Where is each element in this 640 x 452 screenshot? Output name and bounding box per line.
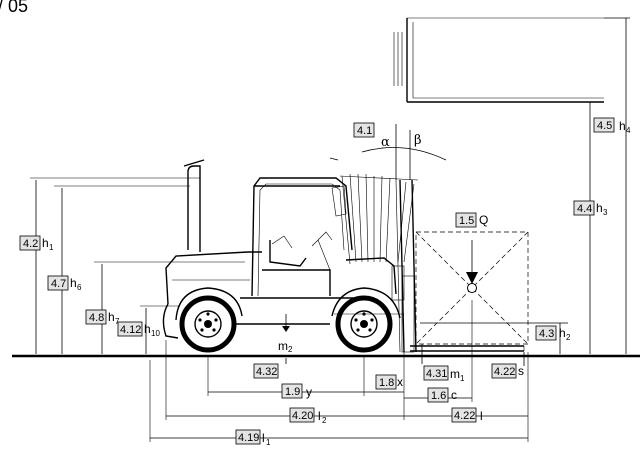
label-wheelbase: 1.9 y: [281, 383, 312, 399]
svg-text:1: 1: [49, 243, 54, 252]
label-mast-clearance: 4.31 m 1: [423, 365, 465, 383]
svg-text:1: 1: [266, 438, 271, 447]
svg-text:l: l: [262, 431, 265, 445]
svg-text:4.3: 4.3: [539, 328, 554, 340]
svg-text:l: l: [318, 409, 321, 423]
svg-text:4.8: 4.8: [89, 312, 104, 324]
svg-text:4.22: 4.22: [494, 366, 515, 378]
svg-text:α: α: [381, 135, 390, 150]
front-wheel: [331, 287, 401, 353]
truck-body: [162, 159, 405, 339]
svg-text:h: h: [559, 326, 566, 340]
svg-text:h: h: [144, 322, 151, 336]
svg-text:4.12: 4.12: [120, 324, 141, 336]
svg-text:s: s: [518, 364, 524, 378]
label-overhead-guard: 4.2 h 1: [19, 235, 54, 252]
svg-text:4.4: 4.4: [577, 203, 592, 215]
svg-text:4.2: 4.2: [23, 238, 38, 250]
svg-text:4.7: 4.7: [51, 278, 66, 290]
svg-text:6: 6: [77, 283, 82, 292]
vertical-dimensions-left: [30, 177, 245, 354]
svg-text:3: 3: [603, 208, 608, 217]
horizontal-dimensions: [149, 300, 529, 442]
svg-text:h: h: [108, 310, 115, 324]
svg-text:1.9: 1.9: [285, 386, 300, 398]
svg-text:c: c: [451, 388, 457, 402]
label-length-to-face: 4.20 l 2: [289, 407, 327, 425]
svg-text:4: 4: [626, 126, 631, 135]
svg-text:4.31: 4.31: [426, 368, 447, 380]
svg-text:h: h: [42, 236, 49, 250]
svg-text:4.22: 4.22: [454, 410, 475, 422]
svg-text:l: l: [480, 409, 483, 423]
svg-text:4.5: 4.5: [597, 120, 612, 132]
svg-text:1: 1: [460, 374, 465, 383]
svg-text:y: y: [306, 385, 312, 399]
label-fork-length: 4.22 l: [451, 407, 483, 423]
svg-text:β: β: [414, 133, 422, 148]
label-free-lift: 4.4 h 3: [573, 200, 608, 217]
svg-text:h: h: [619, 119, 626, 133]
svg-text:10: 10: [151, 329, 160, 338]
svg-text:1.5: 1.5: [459, 215, 474, 227]
label-mass: m 2: [278, 339, 293, 354]
label-overall-length: 4.19 l 1: [235, 429, 271, 447]
mast: [329, 124, 447, 353]
label-load: 1.5 Q: [455, 212, 488, 228]
top-fragment: / 05: [0, 0, 28, 16]
svg-text:4.20: 4.20: [292, 410, 313, 422]
rear-wheel: [175, 287, 243, 353]
svg-text:h: h: [70, 276, 77, 290]
svg-text:1.6: 1.6: [431, 390, 446, 402]
label-fork-thickness: 4.22 s: [491, 363, 524, 379]
svg-text:2: 2: [566, 333, 571, 342]
svg-text:1.8: 1.8: [379, 377, 394, 389]
svg-text:4.32: 4.32: [256, 366, 277, 378]
svg-text:7: 7: [115, 317, 120, 326]
label-fork-rise: 4.3 h 2: [535, 325, 571, 342]
label-ground-clearance: 4.32: [253, 363, 279, 379]
ground-clearance-marker: [282, 314, 525, 366]
svg-text:m: m: [278, 339, 288, 353]
label-coupling-height: 4.12 h 10: [117, 321, 160, 338]
label-lift-height: 4.5 h 4: [593, 117, 631, 135]
label-front-overhang: 1.8 x: [375, 374, 403, 390]
raised-carriage: [393, 17, 604, 103]
svg-text:Q: Q: [479, 213, 488, 227]
svg-text:4.1: 4.1: [357, 125, 372, 137]
svg-text:2: 2: [288, 345, 293, 354]
vertical-dimensions-right: [420, 17, 630, 354]
svg-text:m: m: [450, 367, 460, 381]
label-tilt: 4.1 α β: [353, 122, 422, 150]
label-seat-height: 4.8 h 7: [85, 309, 120, 326]
svg-text:h: h: [596, 201, 603, 215]
svg-text:4.19: 4.19: [238, 432, 259, 444]
label-extended-height: 4.7 h 6: [47, 275, 82, 292]
label-load-centre: 1.6 c: [427, 387, 457, 403]
svg-text:x: x: [397, 375, 403, 389]
forks: [401, 275, 525, 353]
svg-text:2: 2: [322, 416, 327, 425]
